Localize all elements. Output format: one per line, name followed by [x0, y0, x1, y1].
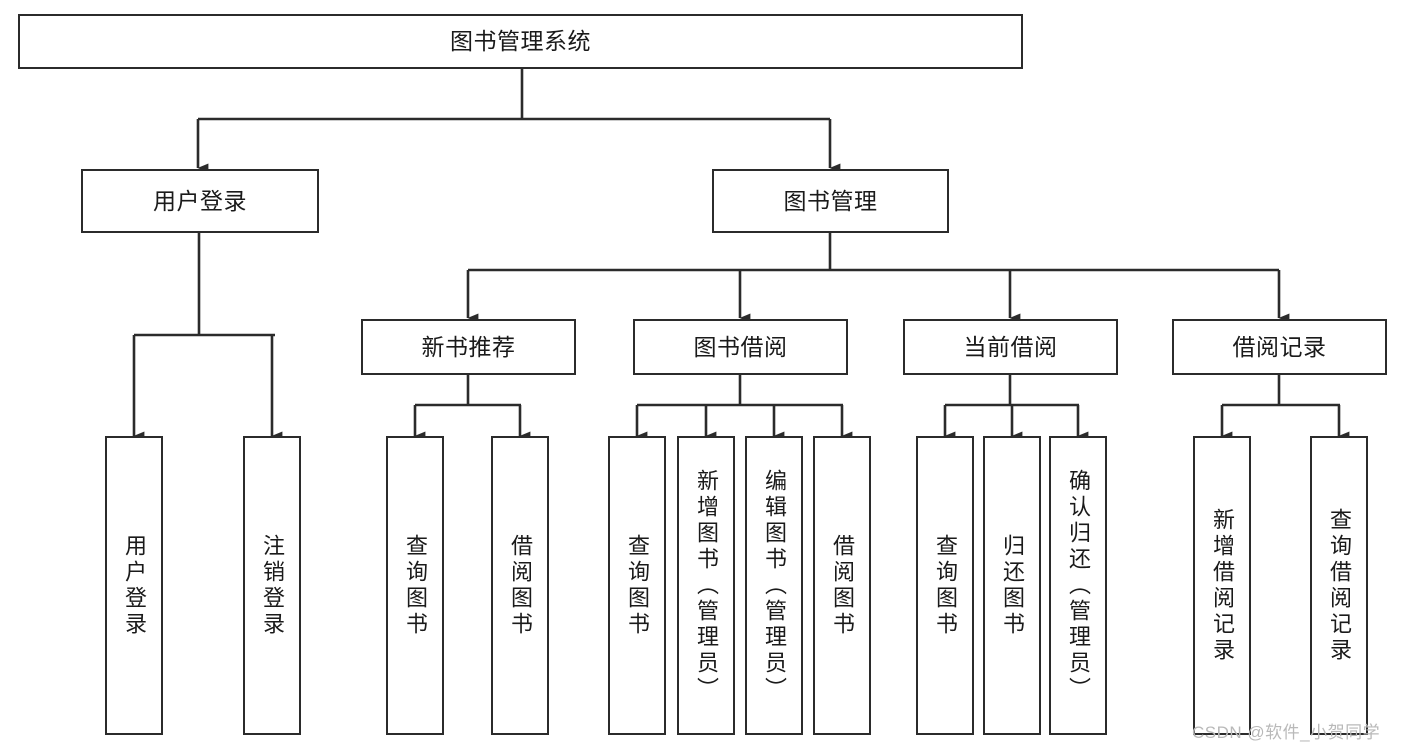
leaf-add-book-admin[interactable]: 新增图书（管理员）: [677, 436, 735, 735]
node-user-login[interactable]: 用户登录: [81, 169, 319, 233]
leaf-query-book-recommend[interactable]: 查询图书: [386, 436, 444, 735]
node-label: 借阅图书: [830, 533, 855, 638]
node-label: 图书管理: [783, 187, 878, 214]
node-book-management[interactable]: 图书管理: [712, 169, 949, 233]
leaf-query-book-current[interactable]: 查询图书: [916, 436, 974, 735]
leaf-logout[interactable]: 注销登录: [243, 436, 301, 735]
leaf-return-book[interactable]: 归还图书: [983, 436, 1041, 735]
node-label: 图书管理系统: [450, 28, 591, 55]
node-label: 用户登录: [153, 187, 247, 214]
node-label: 查询图书: [933, 533, 958, 638]
node-borrow-record[interactable]: 借阅记录: [1172, 319, 1387, 375]
node-label: 用户登录: [122, 533, 147, 638]
leaf-user-login[interactable]: 用户登录: [105, 436, 163, 735]
leaf-query-book-borrow[interactable]: 查询图书: [608, 436, 666, 735]
node-label: 图书借阅: [693, 333, 788, 360]
node-label: 新增图书（管理员）: [694, 468, 719, 703]
node-current-borrow[interactable]: 当前借阅: [903, 319, 1118, 375]
node-root-system[interactable]: 图书管理系统: [18, 14, 1023, 69]
node-label: 查询图书: [403, 533, 428, 638]
node-label: 新书推荐: [421, 333, 516, 360]
leaf-add-borrow-record[interactable]: 新增借阅记录: [1193, 436, 1251, 735]
node-label: 确认归还（管理员）: [1066, 468, 1091, 703]
node-label: 借阅记录: [1232, 333, 1327, 360]
leaf-borrow-book[interactable]: 借阅图书: [813, 436, 871, 735]
node-label: 归还图书: [1000, 533, 1025, 638]
node-book-borrow[interactable]: 图书借阅: [633, 319, 848, 375]
node-label: 查询图书: [625, 533, 650, 638]
node-label: 借阅图书: [508, 533, 533, 638]
leaf-query-borrow-record[interactable]: 查询借阅记录: [1310, 436, 1368, 735]
node-label: 注销登录: [260, 533, 285, 638]
node-label: 编辑图书（管理员）: [762, 468, 787, 703]
node-label: 新增借阅记录: [1210, 507, 1235, 664]
node-label: 当前借阅: [963, 333, 1058, 360]
leaf-confirm-return-admin[interactable]: 确认归还（管理员）: [1049, 436, 1107, 735]
leaf-borrow-book-recommend[interactable]: 借阅图书: [491, 436, 549, 735]
node-new-book-recommend[interactable]: 新书推荐: [361, 319, 576, 375]
node-label: 查询借阅记录: [1327, 507, 1352, 664]
leaf-edit-book-admin[interactable]: 编辑图书（管理员）: [745, 436, 803, 735]
